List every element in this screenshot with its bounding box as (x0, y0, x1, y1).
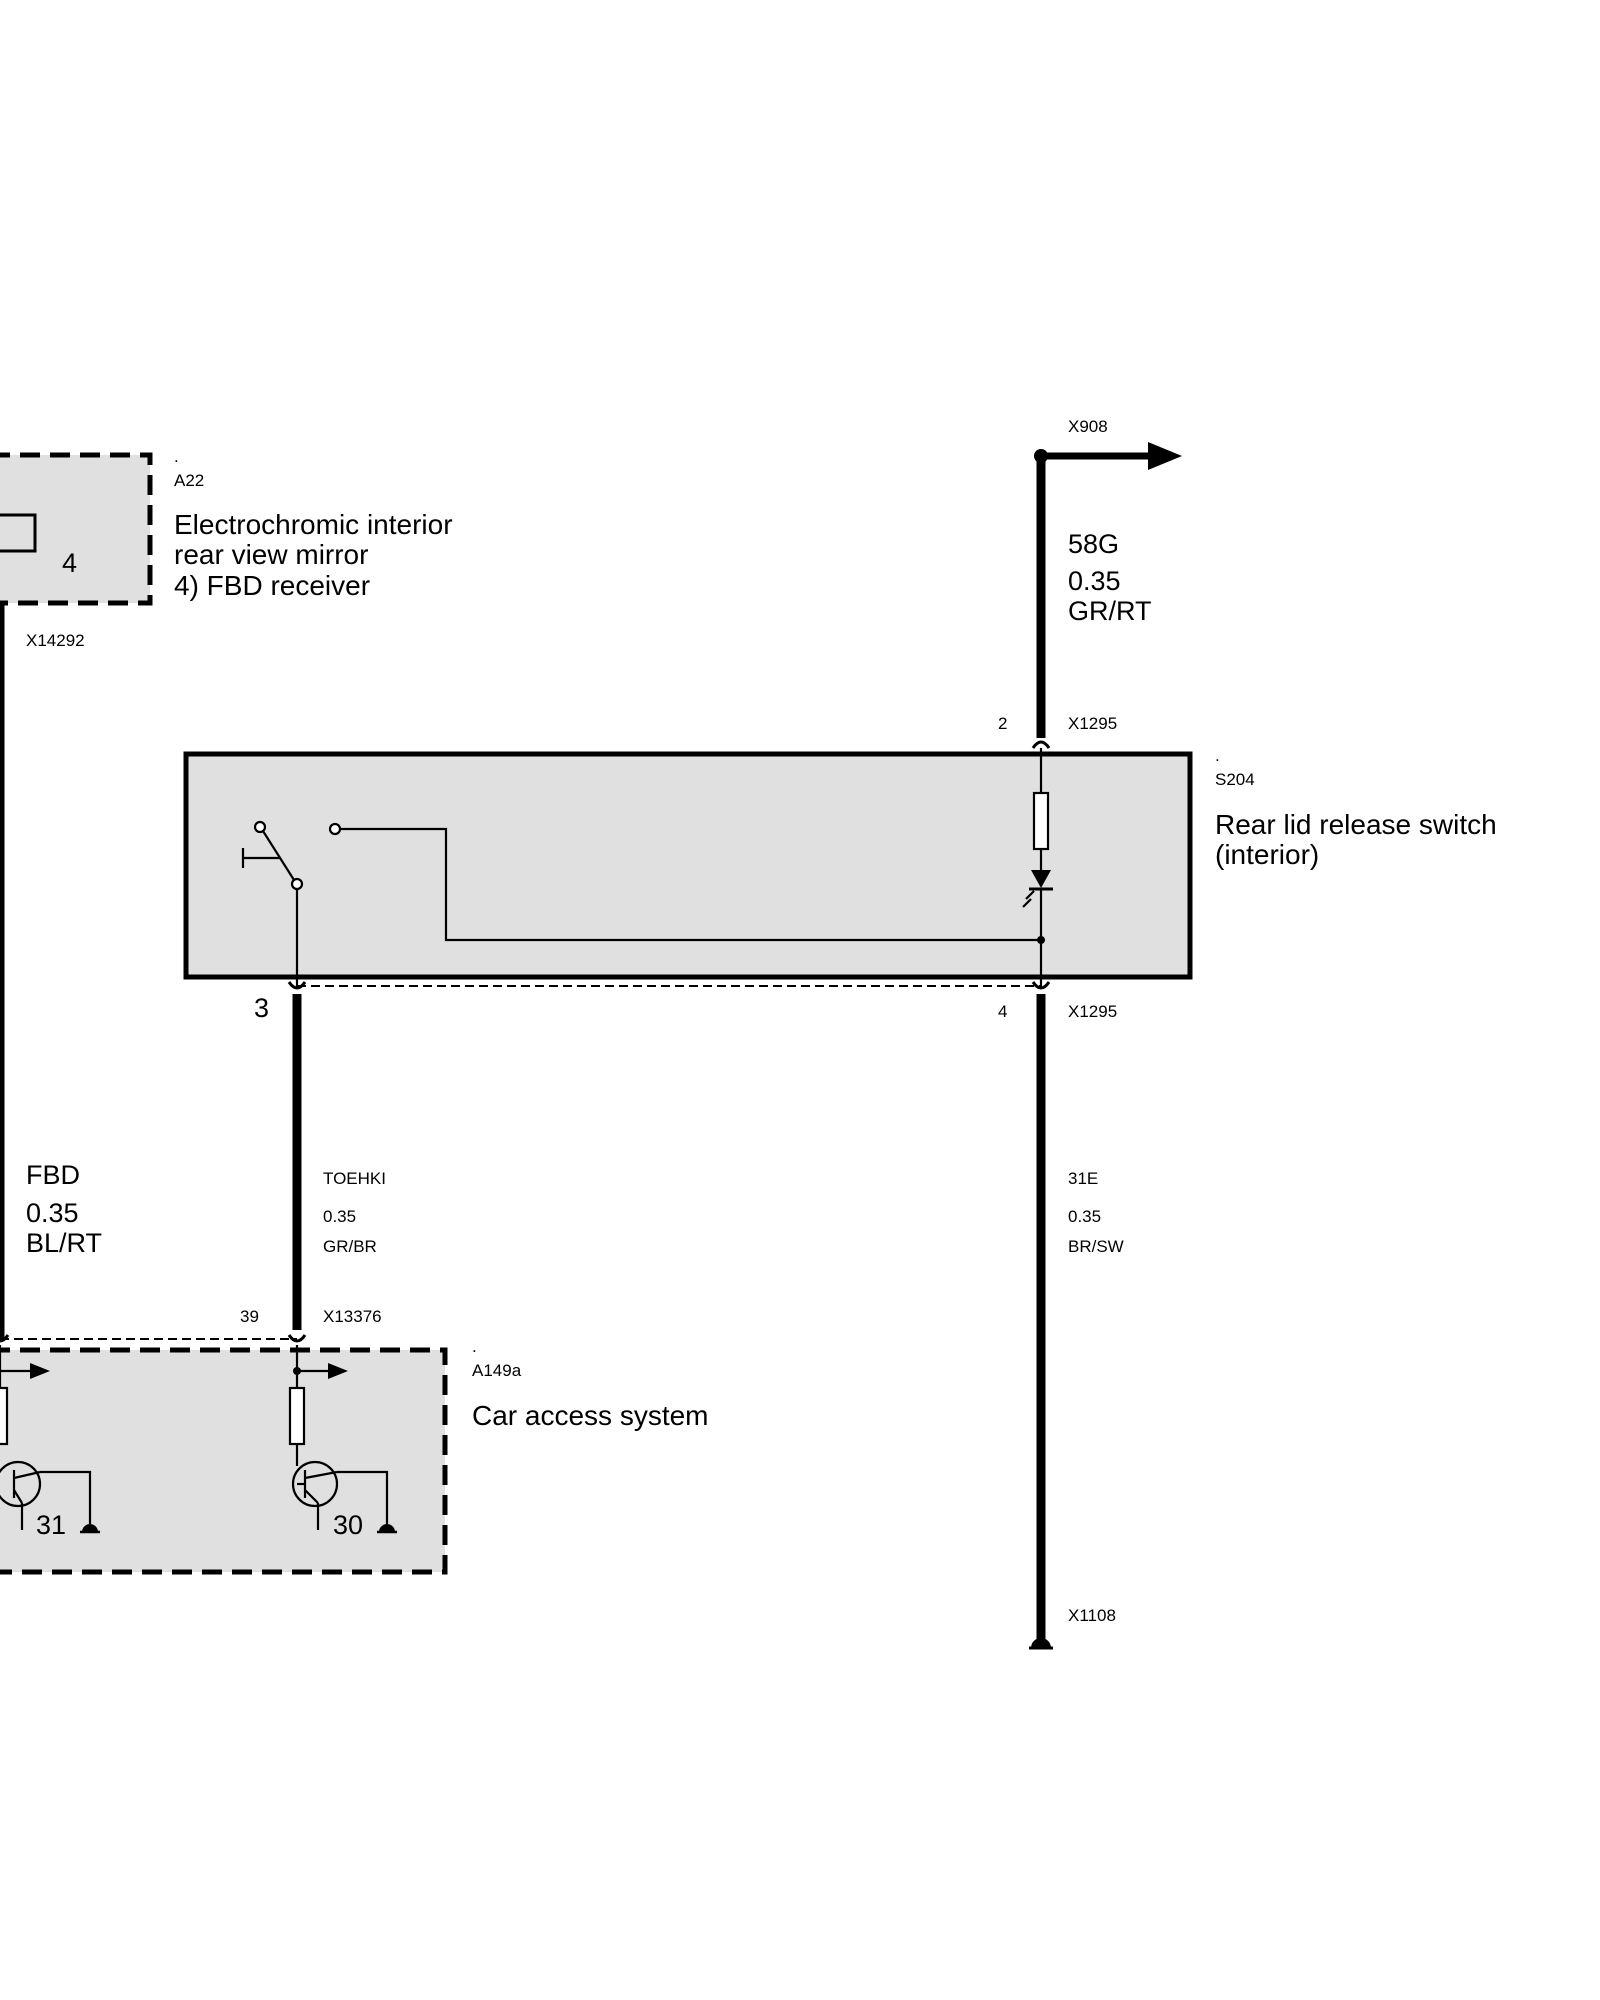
wire-58g-color: GR/RT (1068, 596, 1152, 626)
a149a-name: Car access system (472, 1400, 709, 1431)
a22-pin-label: 4 (62, 548, 77, 578)
ch31-transistor-emitter (13, 1489, 23, 1504)
switch-contact-right (328, 822, 342, 836)
s204-pin2-label: 2 (998, 714, 1007, 733)
ch31-ground-trace (40, 1470, 92, 1524)
switch-contact-pivot (290, 877, 304, 891)
a22-dashed-box (0, 452, 153, 606)
wire-fbd-signal: FBD (26, 1160, 80, 1190)
wire-58g: X908 58G 0.35 GR/RT (1034, 417, 1182, 738)
wire-31e-gauge: 0.35 (1068, 1207, 1101, 1226)
ch31-transistor-collector (13, 1470, 41, 1480)
ch31-resistor (0, 1386, 9, 1446)
a149a-connector-label: X13376 (323, 1307, 382, 1326)
s204-pin4-connector: X1295 (1068, 1002, 1117, 1021)
switch-internal-trace (340, 827, 1041, 942)
wire-58g-signal: 58G (1068, 529, 1119, 559)
s204-pin4-label: 4 (998, 1002, 1007, 1021)
ch30-label: 30 (333, 1510, 363, 1540)
a22-internal-symbol (0, 513, 37, 553)
a22-id: A22 (174, 471, 204, 490)
wire-31e-signal: 31E (1068, 1169, 1098, 1188)
s204-pin3-label: 3 (254, 993, 269, 1023)
ch30-resistor (288, 1386, 306, 1446)
a22-dot: . (174, 447, 179, 466)
ch30-transistor-collector (304, 1470, 338, 1480)
a149a-dot: . (472, 1337, 477, 1356)
s204-dot: . (1215, 746, 1220, 765)
led-ray-1 (1025, 890, 1035, 900)
ch30-transistor-emitter (304, 1489, 319, 1504)
ch31-label: 31 (36, 1510, 66, 1540)
wire-31e-color: BR/SW (1068, 1237, 1124, 1256)
ch30-ground-trace (337, 1470, 389, 1524)
a149a-pin39-contact (287, 1334, 307, 1343)
led-ray-2 (1022, 898, 1032, 908)
wire-58g-gauge: 0.35 (1068, 566, 1121, 596)
lamp-junction (1037, 936, 1045, 944)
switch-contact-top (253, 820, 267, 834)
ch31-ground-symbol (82, 1524, 98, 1532)
switch-blade (262, 830, 295, 881)
wire-fbd: FBD 0.35 BL/RT (0, 603, 102, 1338)
wire-toehki-color: GR/BR (323, 1237, 377, 1256)
s204-pin2-contact (1031, 740, 1051, 749)
wire-fbd-gauge: 0.35 (26, 1198, 79, 1228)
component-a22: 4 . A22 Electrochromic interior rear vie… (0, 447, 453, 650)
component-a149a: 39 X13376 31 30 . A149a Car (0, 1307, 709, 1575)
lamp-resistor (1032, 791, 1050, 851)
component-s204: 2 X1295 3 4 X1295 . S204 Rear lid releas… (183, 714, 1497, 1023)
a149a-id: A149a (472, 1361, 522, 1380)
s204-id: S204 (1215, 770, 1255, 789)
wire-fbd-color: BL/RT (26, 1228, 102, 1258)
s204-pin2-connector: X1295 (1068, 714, 1117, 733)
wire-toehki: TOEHKI 0.35 GR/BR (292, 994, 386, 1330)
x1108-label: X1108 (1068, 1606, 1116, 1625)
a149a-pin-fbd-contact (0, 1334, 10, 1343)
s204-pin4-contact (1031, 981, 1051, 990)
s204-pin3-contact (287, 981, 307, 990)
ch31-transistor (0, 1460, 42, 1508)
x908-label: X908 (1068, 417, 1108, 436)
a22-name-line2: rear view mirror (174, 539, 368, 570)
a149a-dashed-box (0, 1347, 448, 1575)
wire-toehki-signal: TOEHKI (323, 1169, 386, 1188)
x1108-ground-cap (1031, 1638, 1051, 1648)
a22-name-line1: Electrochromic interior (174, 509, 453, 540)
a22-name-line3: 4) FBD receiver (174, 570, 370, 601)
ch30-ground-symbol (379, 1524, 395, 1532)
x908-arrow-head (1148, 442, 1182, 470)
ch30-transistor (291, 1460, 339, 1508)
wire-31e: 31E 0.35 BR/SW X1108 (1029, 994, 1124, 1650)
led-triangle (1031, 870, 1051, 888)
wire-toehki-gauge: 0.35 (323, 1207, 356, 1226)
a22-connector-label: X14292 (26, 631, 85, 650)
ch30-arrow-head (328, 1363, 348, 1379)
ch31-arrow-head (30, 1363, 50, 1379)
a149a-pin39-label: 39 (240, 1307, 259, 1326)
s204-name-line1: Rear lid release switch (1215, 809, 1497, 840)
s204-name-line2: (interior) (1215, 839, 1319, 870)
